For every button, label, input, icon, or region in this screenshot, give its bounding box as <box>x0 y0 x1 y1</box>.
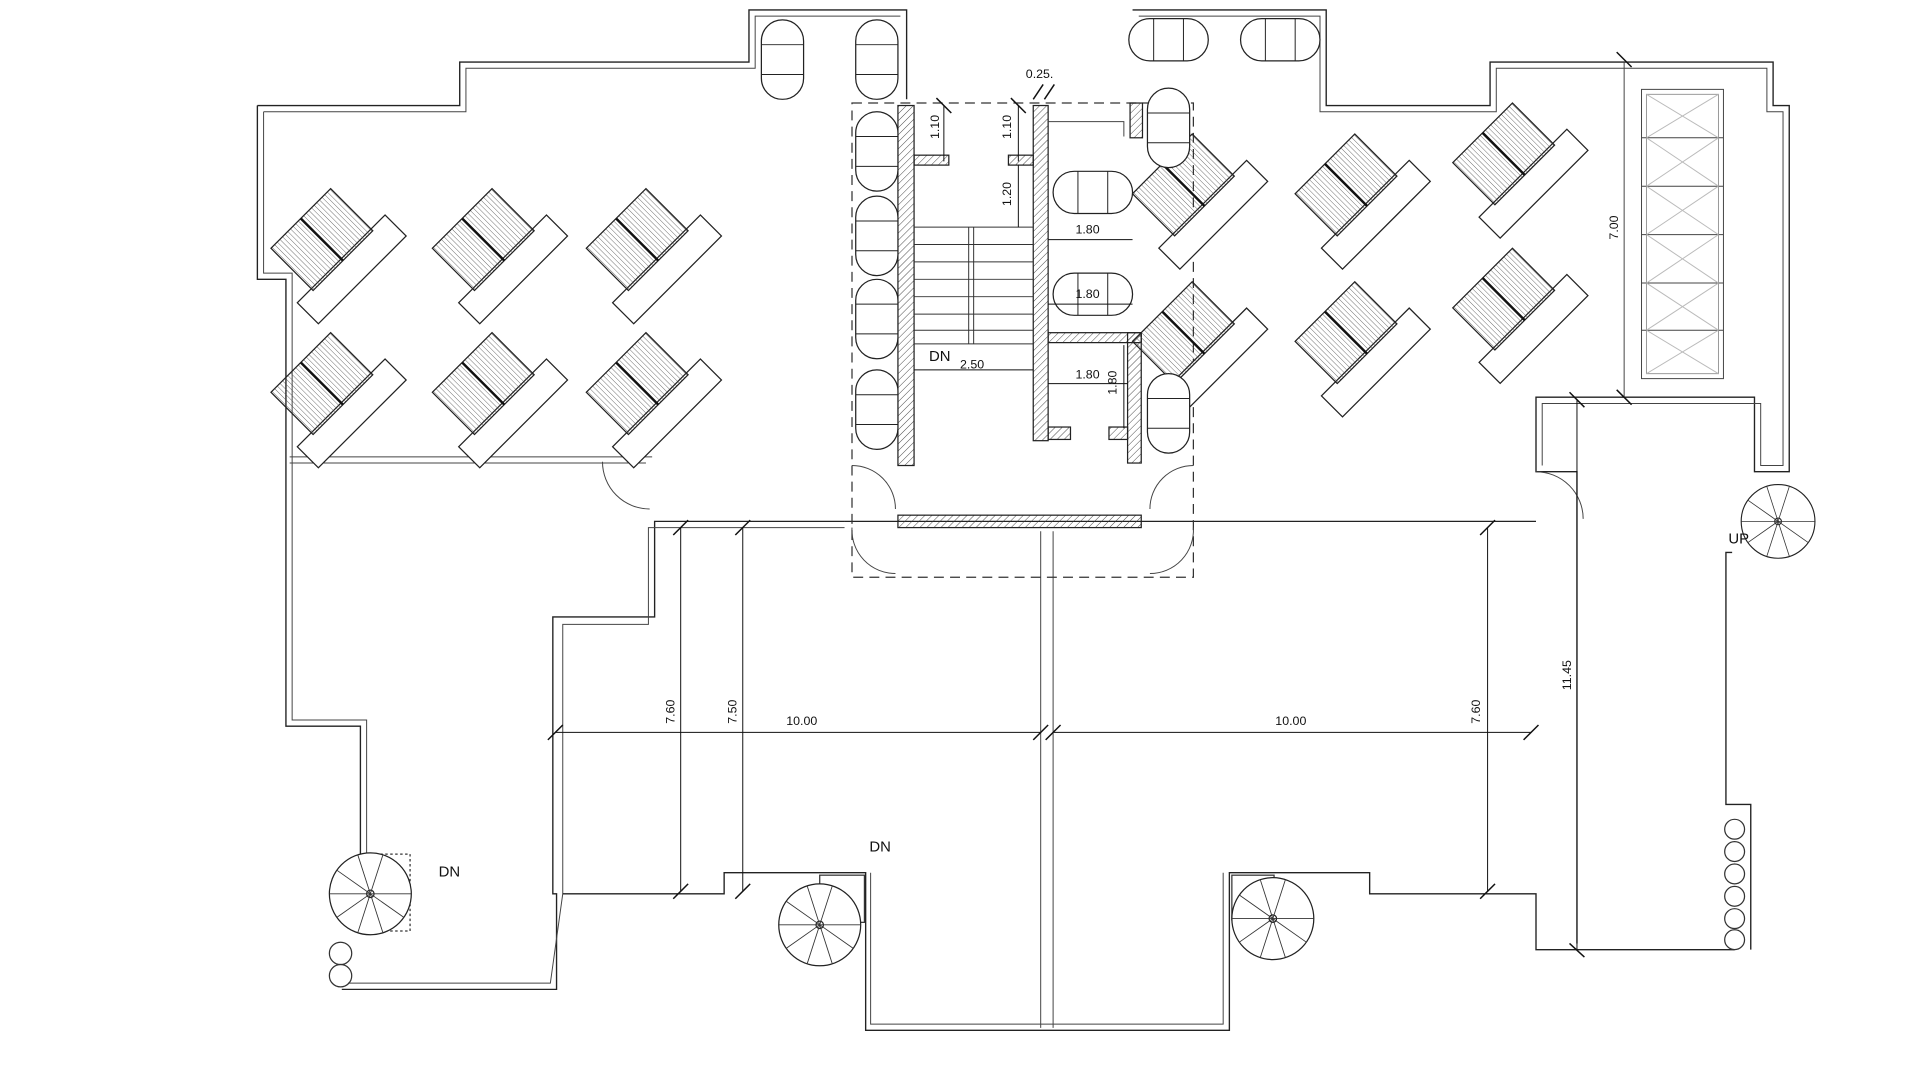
outer-walls <box>256 9 1790 1032</box>
dim-7-60-right: 7.60 <box>1469 699 1483 723</box>
skylight-panels <box>1641 88 1724 380</box>
dim-1-80-b: 1.80 <box>1075 287 1099 301</box>
lounger <box>1437 232 1590 385</box>
label-up-right: UP <box>1728 532 1749 548</box>
dimension-lines <box>547 51 1633 958</box>
dim-1-80-a: 1.80 <box>1075 222 1099 236</box>
lounger <box>1279 118 1432 271</box>
label-dn-core: DN <box>929 349 951 365</box>
stair-core <box>851 102 1195 578</box>
stair-treads <box>914 226 1034 345</box>
dim-10-00-right: 10.00 <box>1275 714 1306 728</box>
sun-loungers <box>255 87 1590 470</box>
dim-1-80-d: 1.80 <box>1105 371 1119 395</box>
dim-1-10-left: 1.10 <box>928 115 942 139</box>
dim-2-50: 2.50 <box>960 358 984 372</box>
dim-11-45: 11.45 <box>1560 660 1574 690</box>
lounger <box>255 173 408 326</box>
dim-1-80-c: 1.80 <box>1075 368 1099 382</box>
spiral-stairs <box>328 483 1816 988</box>
label-dn-left: DN <box>439 864 461 880</box>
dimension-labels: 0.25. 1.10 1.10 1.20 1.80 1.80 1.80 1.80… <box>439 67 1750 880</box>
label-dn-center: DN <box>869 840 891 856</box>
lounger <box>1279 266 1432 419</box>
dim-10-00-left: 10.00 <box>786 714 817 728</box>
dim-1-20: 1.20 <box>1000 182 1014 206</box>
lounger <box>417 317 569 470</box>
dim-0-25: 0.25. <box>1026 67 1054 81</box>
dim-7-60-left: 7.60 <box>663 699 677 723</box>
lounger <box>417 173 569 326</box>
doors <box>601 461 1584 575</box>
lounger <box>570 173 723 326</box>
lounger <box>570 317 723 470</box>
lounger <box>255 317 408 470</box>
dim-7-00: 7.00 <box>1607 215 1621 239</box>
lounger <box>1117 118 1269 271</box>
dim-7-50: 7.50 <box>726 699 740 723</box>
dim-1-10-right: 1.10 <box>1000 115 1014 139</box>
